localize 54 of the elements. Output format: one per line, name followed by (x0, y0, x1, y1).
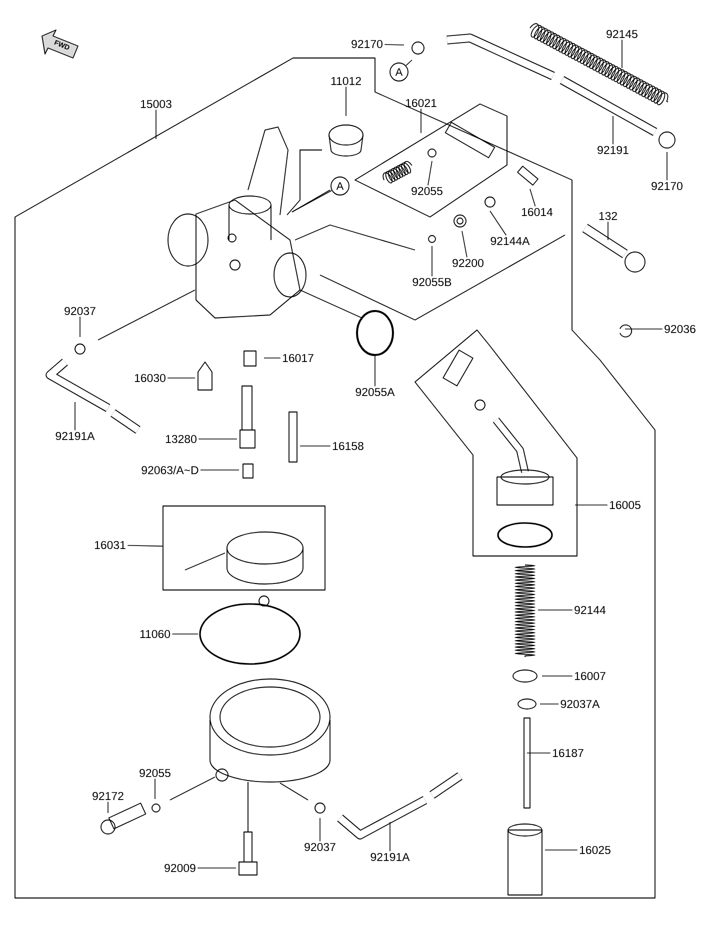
part-number: 11012 (331, 76, 361, 86)
leader-line (428, 160, 432, 186)
part-number: 16017 (282, 354, 314, 362)
part-number: 16021 (406, 98, 436, 108)
group-box (162, 506, 326, 590)
part-number: 13280 (166, 434, 196, 444)
part-number: 92200 (452, 258, 484, 268)
leader-line (666, 152, 668, 181)
part-number: 92036 (664, 324, 696, 334)
leader-line (127, 545, 163, 547)
part-number: 92144 (574, 606, 606, 614)
part-number: 92191A (56, 432, 95, 440)
leader-line (574, 504, 608, 506)
part-number: 92191A (370, 852, 410, 862)
leader-line (374, 354, 376, 387)
leader-line (526, 752, 551, 754)
part-number: 16187 (552, 748, 584, 758)
leader-line (406, 60, 412, 66)
part-number: 92055A (356, 388, 395, 396)
part-number: 92170 (352, 40, 382, 48)
leader-line (612, 116, 614, 145)
part-number: 15003 (140, 100, 172, 108)
part-number: 92037A (560, 700, 600, 708)
part-number: 16030 (134, 374, 166, 382)
part-number: 92191 (598, 146, 628, 154)
leader-line (490, 210, 507, 236)
part-number: 92055 (140, 768, 170, 778)
part-number: 92144A (490, 236, 530, 246)
leader-line (154, 778, 156, 800)
leader-line (462, 230, 468, 258)
leader-line (198, 438, 238, 440)
part-number: 11060 (140, 630, 170, 638)
leader-line (384, 44, 404, 46)
part-number: 92055 (412, 186, 442, 196)
part-number: 92009 (164, 864, 196, 872)
leader-line (624, 328, 663, 330)
part-number: 16014 (522, 208, 553, 216)
part-number: 92055B (412, 278, 452, 286)
part-number: 16031 (94, 540, 126, 550)
part-number: 132 (599, 212, 617, 220)
part-number: 92063/A~D (142, 466, 198, 474)
leader-line (74, 402, 76, 431)
part-number: 92037 (304, 842, 336, 852)
leader-line (292, 190, 332, 212)
part-number: 16025 (580, 846, 610, 854)
part-number: 16158 (332, 442, 364, 450)
leader-line (420, 108, 422, 134)
part-number: 92172 (92, 792, 124, 800)
leader-line (530, 188, 536, 207)
part-number: 92145 (606, 30, 638, 38)
part-number: 92170 (652, 182, 682, 190)
part-number: 16005 (610, 500, 640, 510)
part-number: 92037 (64, 306, 96, 316)
part-number: 16007 (574, 672, 606, 680)
